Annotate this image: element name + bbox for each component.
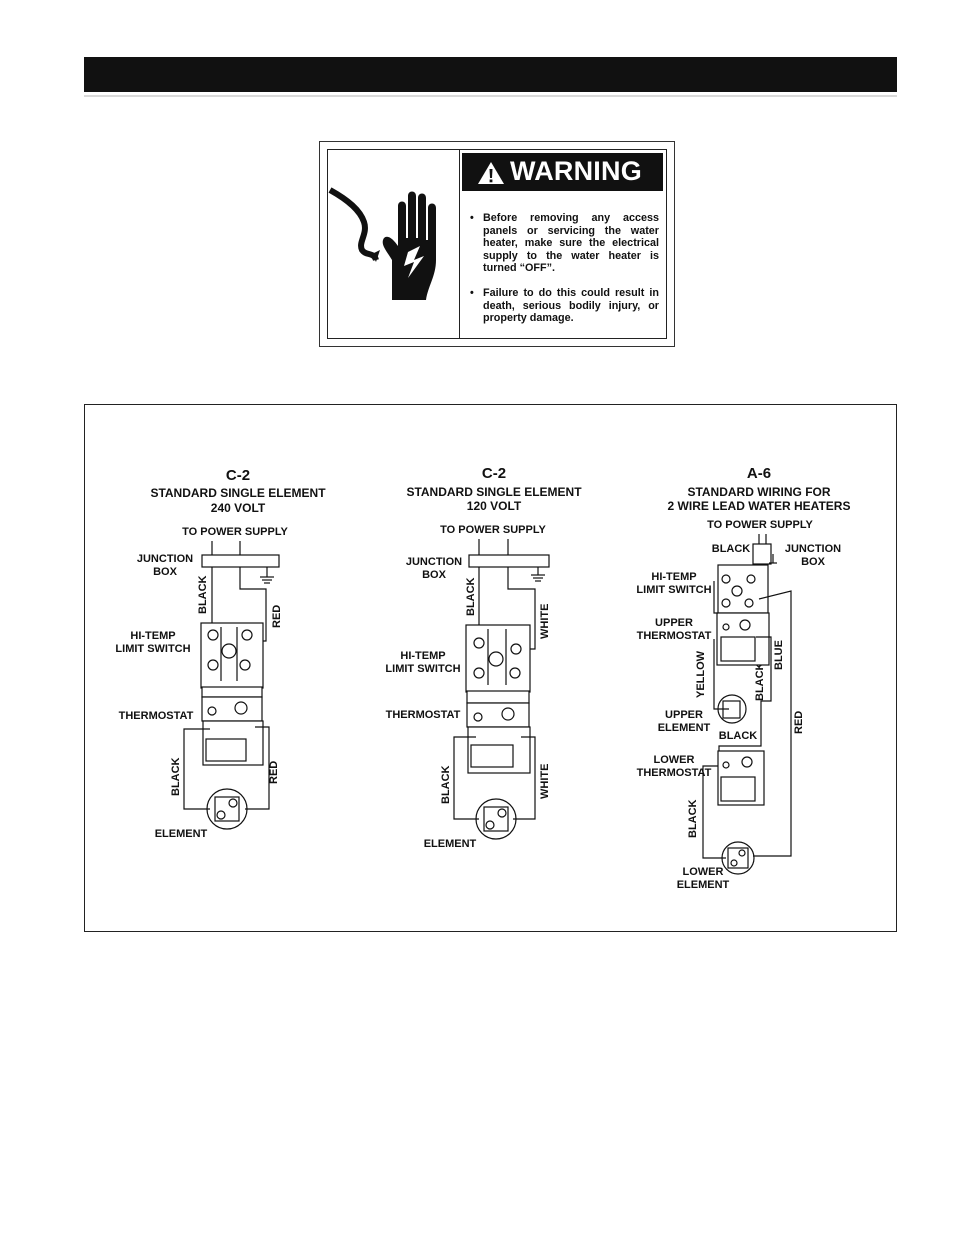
diagram3-lower-elem-label1: LOWER	[683, 866, 724, 878]
warning-bullet-2: • Failure to do this could result in dea…	[470, 287, 659, 324]
diagram3-upper-thermo-label2: THERMOSTAT	[637, 630, 712, 642]
header-bar	[84, 57, 897, 92]
diagram1-wire-black-top: BLACK	[197, 575, 209, 614]
diagram2-hitemp-label2: LIMIT SWITCH	[385, 663, 460, 675]
diagram3-wire-yellow: YELLOW	[695, 650, 707, 698]
diagram3-power-label: TO POWER SUPPLY	[707, 519, 813, 531]
warning-triangle-icon	[478, 162, 504, 184]
diagram3-lower-elem-label2: ELEMENT	[677, 879, 730, 891]
diagram2-hitemp-label1: HI-TEMP	[400, 650, 445, 662]
diagram3-upper-thermo-label1: UPPER	[655, 617, 693, 629]
diagram2-title-line2: 120 VOLT	[467, 499, 522, 513]
diagram3-wire-black-mid: BLACK	[754, 662, 766, 701]
wiring-diagrams-frame: C-2 STANDARD SINGLE ELEMENT 240 VOLT TO …	[84, 404, 897, 932]
warning-label: WARNING • Before removing any access pan…	[319, 141, 675, 347]
warning-title-banner: WARNING	[462, 153, 663, 191]
diagram3-wire-black-upper-elem: BLACK	[719, 730, 758, 742]
diagram1-title-line1: STANDARD SINGLE ELEMENT	[150, 486, 326, 500]
diagram2-element-label: ELEMENT	[424, 838, 477, 850]
diagram2-junction-label2: BOX	[422, 569, 447, 581]
diagram3-hitemp-label2: LIMIT SWITCH	[636, 584, 711, 596]
warning-bullet-1-text: Before removing any access panels or ser…	[483, 212, 659, 274]
diagram3-hitemp-label1: HI-TEMP	[651, 571, 696, 583]
diagram3-lower-thermo-label1: LOWER	[654, 754, 695, 766]
diagram1-wire-black-bottom: BLACK	[170, 757, 182, 796]
diagram3-black-junction-label: BLACK	[712, 543, 751, 555]
warning-bullet-2-text: Failure to do this could result in death…	[483, 287, 659, 324]
diagram1-hitemp-label2: LIMIT SWITCH	[115, 643, 190, 655]
diagram3-code: A-6	[747, 465, 771, 482]
diagram1-power-label: TO POWER SUPPLY	[182, 526, 288, 538]
diagram1-code: C-2	[226, 467, 250, 484]
diagram3-title-line1: STANDARD WIRING FOR	[687, 485, 830, 499]
diagram3-lower-thermo-label2: THERMOSTAT	[637, 767, 712, 779]
diagram2-wire-white-bottom: WHITE	[539, 764, 551, 799]
wiring-diagrams-svg: C-2 STANDARD SINGLE ELEMENT 240 VOLT TO …	[115, 465, 850, 891]
warning-title: WARNING	[510, 156, 642, 186]
diagram3-junction-label1: JUNCTION	[785, 543, 841, 555]
diagram2-power-label: TO POWER SUPPLY	[440, 524, 546, 536]
diagram2-code: C-2	[482, 465, 506, 482]
diagram1-element-label: ELEMENT	[155, 828, 208, 840]
warning-bullet-1: • Before removing any access panels or s…	[470, 212, 659, 274]
diagram2-wire-black-bottom: BLACK	[440, 765, 452, 804]
diagram1-wire-red-top: RED	[271, 605, 283, 628]
diagram3-upper-elem-label1: UPPER	[665, 709, 703, 721]
diagram-a6: A-6 STANDARD WIRING FOR 2 WIRE LEAD WATE…	[636, 465, 850, 891]
diagram3-wire-red: RED	[793, 711, 805, 734]
diagram-c2-240v: C-2 STANDARD SINGLE ELEMENT 240 VOLT TO …	[115, 467, 326, 840]
diagram2-title-line1: STANDARD SINGLE ELEMENT	[406, 485, 582, 499]
diagram1-title-line2: 240 VOLT	[211, 501, 266, 515]
diagram1-hitemp-label1: HI-TEMP	[130, 630, 175, 642]
diagram3-upper-elem-label2: ELEMENT	[658, 722, 711, 734]
diagram3-junction-label2: BOX	[801, 556, 826, 568]
diagram-c2-120v: C-2 STANDARD SINGLE ELEMENT 120 VOLT TO …	[385, 465, 582, 850]
diagram3-title-line2: 2 WIRE LEAD WATER HEATERS	[668, 499, 851, 513]
diagram2-junction-label1: JUNCTION	[406, 556, 462, 568]
diagram1-junction-label2: BOX	[153, 566, 178, 578]
diagram2-thermostat-label: THERMOSTAT	[386, 709, 461, 721]
electric-shock-hand-icon	[328, 150, 460, 338]
diagram1-thermostat-label: THERMOSTAT	[119, 710, 194, 722]
diagram3-wire-black-lower: BLACK	[687, 799, 699, 838]
warning-label-inner: WARNING • Before removing any access pan…	[327, 149, 667, 339]
diagram3-wire-blue: BLUE	[773, 640, 785, 670]
diagram1-junction-label1: JUNCTION	[137, 553, 193, 565]
header-rule	[84, 95, 897, 97]
diagram2-wire-black-top: BLACK	[465, 577, 477, 616]
diagram1-wire-red-bottom: RED	[268, 761, 280, 784]
diagram2-wire-white-top: WHITE	[539, 604, 551, 639]
